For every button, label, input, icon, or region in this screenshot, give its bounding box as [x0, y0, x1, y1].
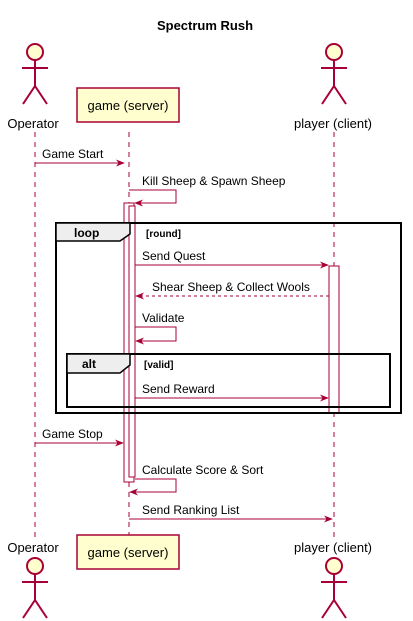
- alt-frame: alt [valid]: [66, 353, 391, 408]
- game-label-top: game (server): [88, 98, 169, 113]
- loop-label: loop: [74, 226, 99, 240]
- game-activation-inner: [128, 205, 136, 478]
- player-label-top: player (client): [294, 116, 372, 131]
- game-box-top: [76, 87, 180, 123]
- player-actor-bottom: [321, 557, 347, 619]
- message-validate-arrow: [135, 326, 177, 345]
- player-label-bottom: player (client): [294, 540, 372, 555]
- message-kill-spawn: Kill Sheep & Spawn Sheep: [142, 174, 286, 188]
- message-calc-sort-arrow: [129, 478, 177, 496]
- message-game-start: Game Start: [42, 147, 104, 161]
- operator-actor-top: [22, 43, 48, 105]
- message-send-reward: Send Reward: [142, 382, 215, 396]
- operator-label-bottom: Operator: [7, 540, 59, 555]
- game-box-bottom: [76, 534, 180, 570]
- message-kill-spawn-arrow: [129, 189, 177, 207]
- operator-label-top: Operator: [7, 116, 59, 131]
- player-activation: [328, 265, 340, 414]
- message-send-quest: Send Quest: [142, 249, 206, 263]
- game-label-bottom: game (server): [88, 545, 169, 560]
- message-shear-collect: Shear Sheep & Collect Wools: [152, 280, 310, 294]
- loop-frame: loop [round]: [55, 222, 402, 414]
- message-game-stop: Game Stop: [42, 427, 103, 441]
- alt-guard: [valid]: [144, 360, 173, 371]
- alt-label: alt: [82, 357, 96, 371]
- operator-actor-bottom: [22, 557, 48, 619]
- loop-guard: [round]: [146, 229, 181, 240]
- diagram-title: Spectrum Rush: [157, 18, 253, 33]
- message-calc-sort: Calculate Score & Sort: [142, 463, 264, 477]
- player-actor-top: [321, 43, 347, 105]
- message-validate: Validate: [142, 311, 185, 325]
- message-send-ranking: Send Ranking List: [142, 503, 240, 517]
